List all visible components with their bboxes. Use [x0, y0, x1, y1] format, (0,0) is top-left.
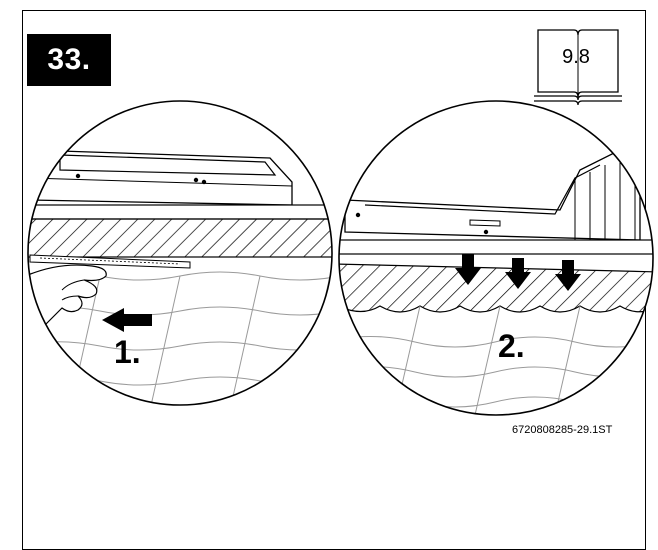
arrow-down-icon	[455, 254, 481, 285]
reference-section: 9.8	[562, 46, 590, 68]
detail-circle-right	[339, 101, 653, 415]
detail-circle-left	[28, 101, 332, 405]
arrow-down-icon	[505, 258, 531, 289]
arrow-down-icon	[555, 260, 581, 291]
step-label-1: 1.	[114, 334, 141, 370]
step-label-2: 2.	[498, 328, 525, 364]
figure-code: 6720808285-29.1ST	[512, 424, 613, 436]
arrow-left-icon	[102, 308, 152, 332]
step-number-badge: 33.	[27, 34, 111, 86]
book-reference-icon	[534, 29, 622, 106]
step-number: 33.	[47, 43, 91, 76]
